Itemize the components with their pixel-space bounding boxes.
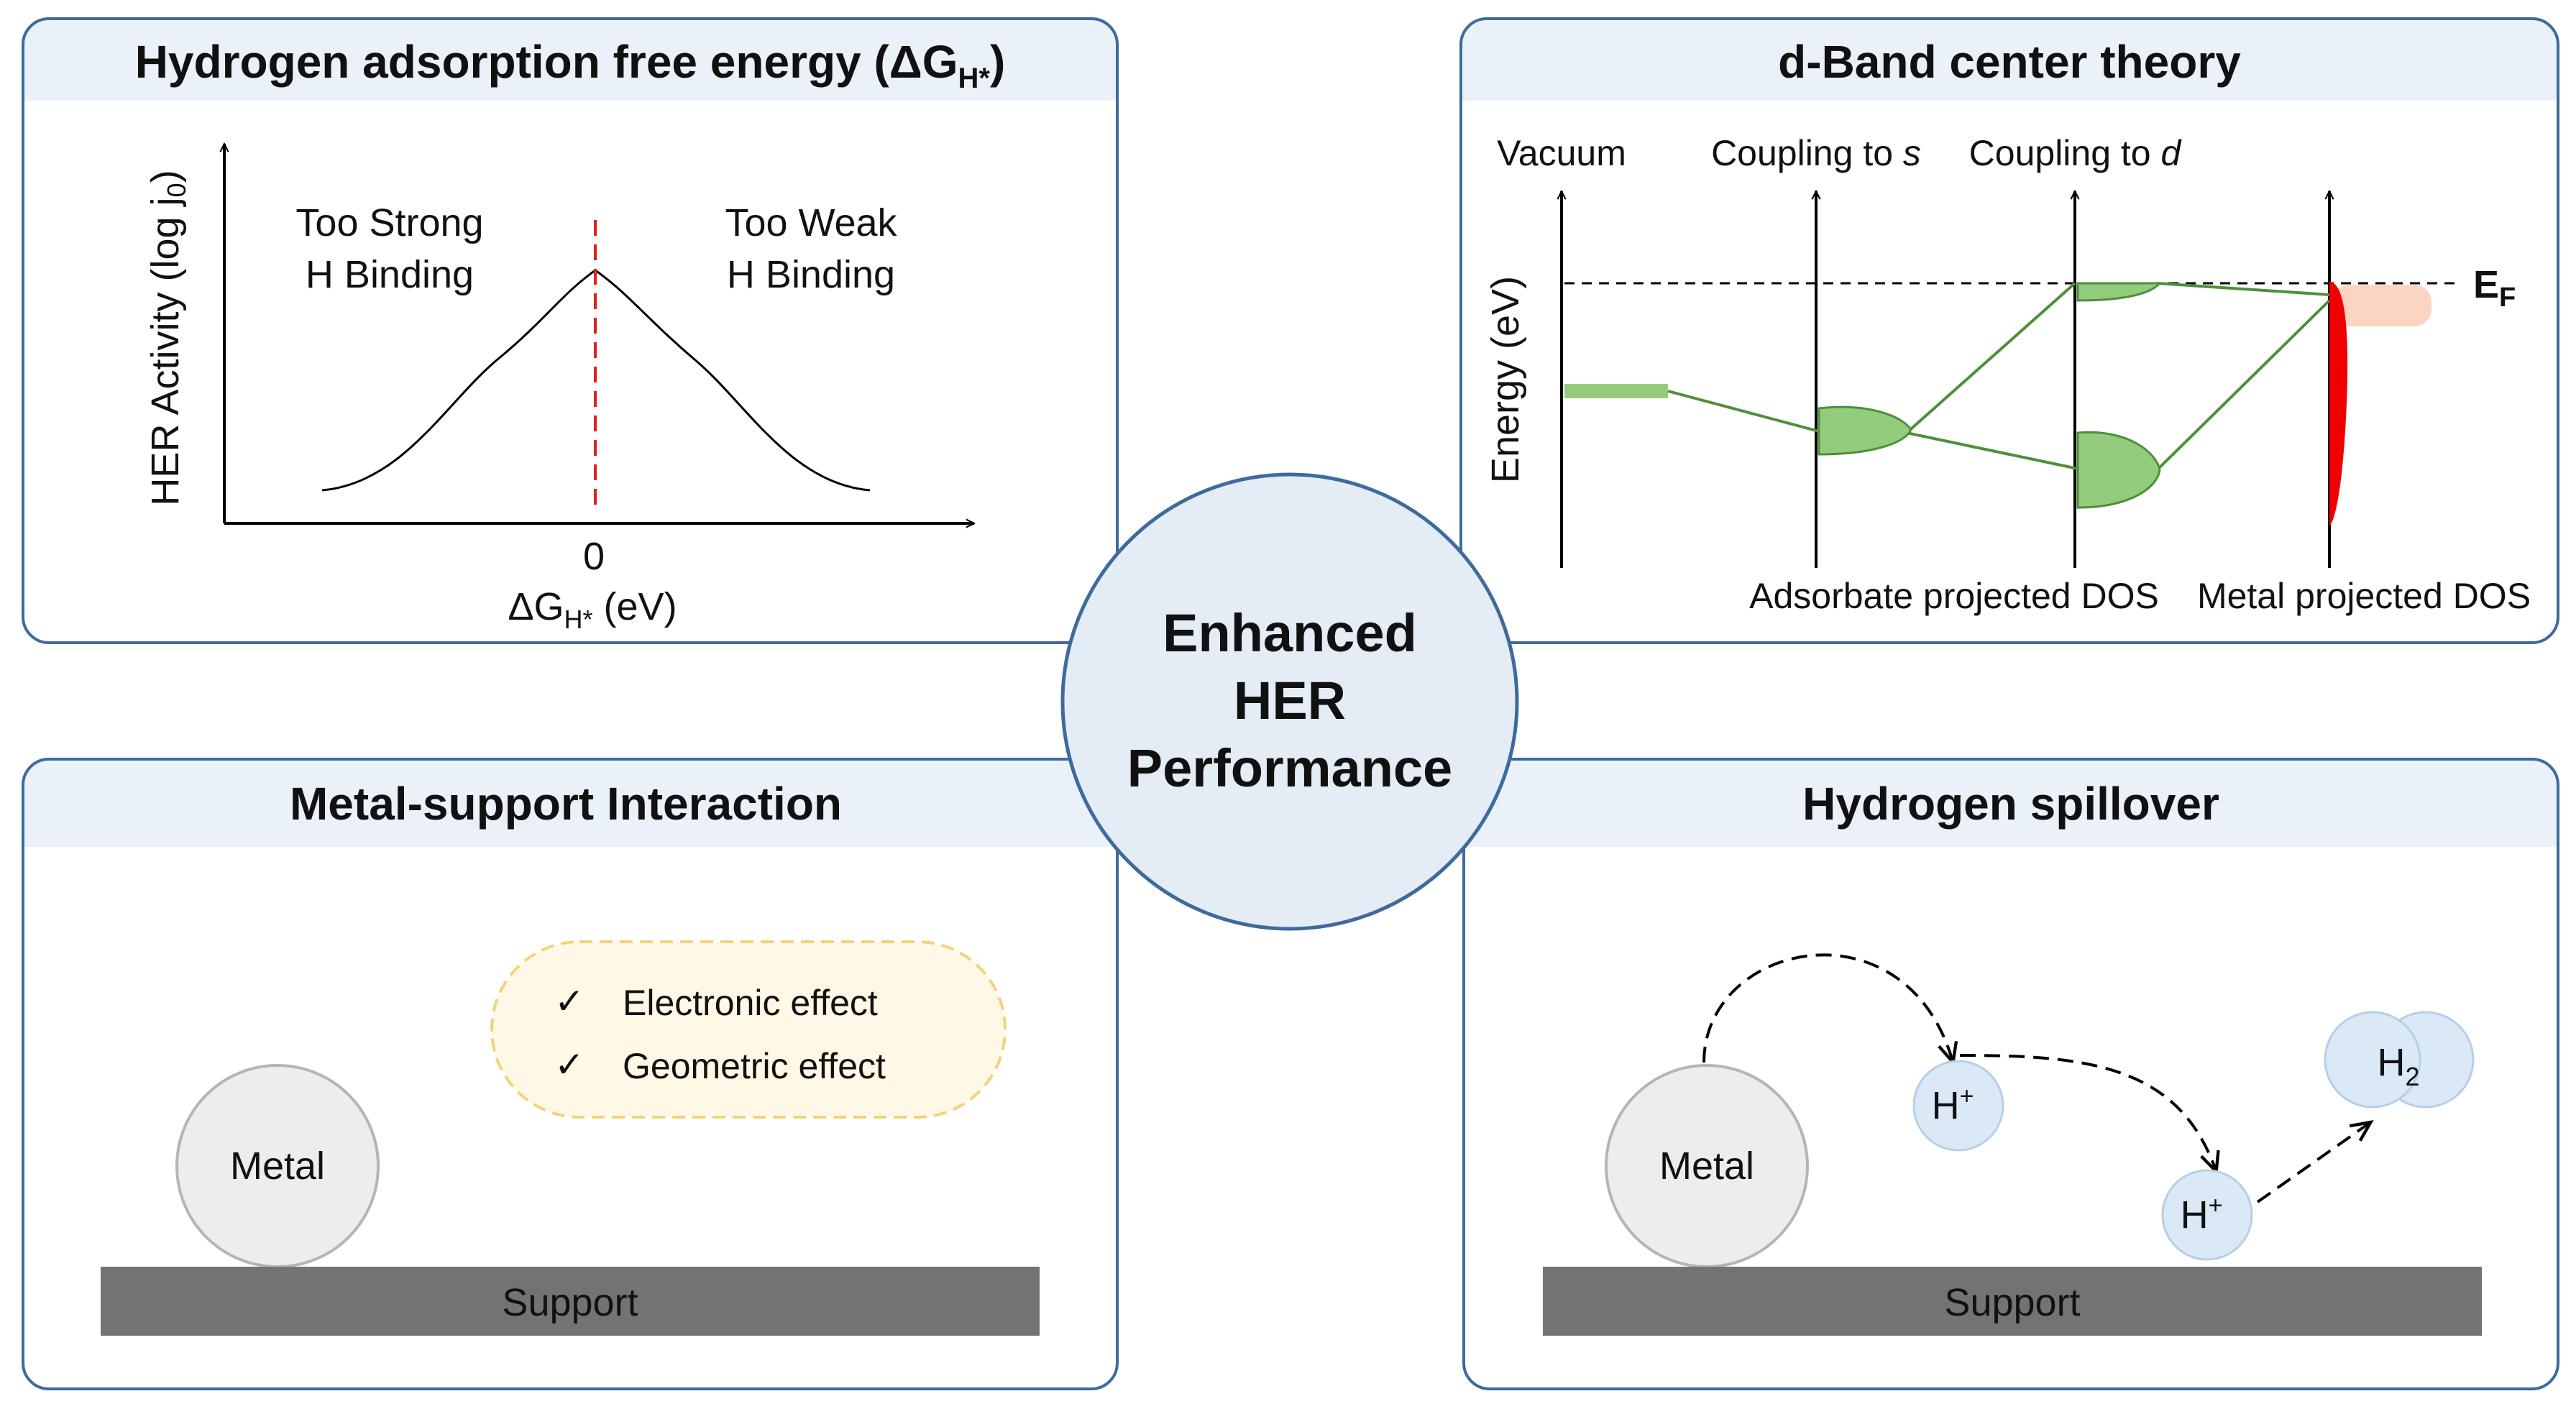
column-label-coupling-d: Coupling to d <box>1969 133 2183 173</box>
geometric-effect-label: Geometric effect <box>623 1046 886 1086</box>
y-axis-label: HER Activity (log j0) <box>144 170 191 505</box>
panel-title: Metal-support Interaction <box>290 778 842 830</box>
support-bar <box>1543 1267 2482 1336</box>
antibonding-state <box>2076 282 2163 302</box>
proton-bubble-2 <box>2161 1169 2253 1261</box>
too-weak-label-2: H Binding <box>727 253 895 296</box>
h2-atom-left <box>2324 1011 2421 1109</box>
electronic-effect-label: Electronic effect <box>623 983 878 1023</box>
support-bar <box>101 1267 1040 1336</box>
panel-frame <box>1459 17 2559 644</box>
too-strong-label-2: H Binding <box>306 253 474 296</box>
panel-header-fill <box>23 759 1117 847</box>
proton-bubble-1 <box>1912 1060 2004 1152</box>
panel-title: d-Band center theory <box>1778 36 2241 88</box>
panel-title: Hydrogen adsorption free energy (ΔGH*) <box>135 36 1006 94</box>
support-label: Support <box>502 1281 638 1324</box>
too-weak-label: Too Weak <box>725 201 897 244</box>
panel-hydrogen-adsorption: Hydrogen adsorption free energy (ΔGH*) H… <box>22 17 1119 644</box>
spillover-arrow-1 <box>1702 953 1958 1066</box>
check-icon: ✓ <box>554 1045 585 1085</box>
proton-label: H+ <box>2181 1192 2223 1236</box>
proton-label: H+ <box>1932 1083 1974 1127</box>
panel-title: Hydrogen spillover <box>1802 778 2219 830</box>
h2-label: H2 <box>2377 1041 2419 1091</box>
panel-d-band: d-Band center theory Vacuum Coupling to … <box>1459 17 2559 644</box>
too-strong-label: Too Strong <box>295 201 483 244</box>
spillover-arrow-3 <box>2256 1120 2374 1203</box>
center-label-line2: HER <box>1234 671 1346 730</box>
panel-header-fill <box>23 19 1117 101</box>
center-label-line1: Enhanced <box>1163 603 1417 663</box>
metal-d-band <box>2329 282 2348 526</box>
x-tick-zero: 0 <box>583 535 605 578</box>
coupling-lines <box>1667 282 2331 470</box>
metal-label: Metal <box>1659 1144 1754 1188</box>
panel-header-fill <box>1461 19 2558 101</box>
panel-metal-support: Metal-support Interaction ✓ Electronic e… <box>22 758 1119 1390</box>
center-hub: Enhanced HER Performance <box>1060 472 1519 931</box>
column-label-vacuum: Vacuum <box>1497 133 1626 173</box>
metal-dos-label: Metal projected DOS <box>2197 576 2531 616</box>
occupied-band-fill <box>2332 285 2431 326</box>
center-circle <box>1060 472 1519 931</box>
center-label-line3: Performance <box>1127 738 1452 798</box>
column-label-coupling-s: Coupling to s <box>1711 133 1921 173</box>
check-icon: ✓ <box>554 981 585 1022</box>
panel-frame <box>1462 758 2559 1390</box>
x-axis-label: ΔGH* (eV) <box>508 585 677 634</box>
metal-label: Metal <box>230 1144 325 1188</box>
bonding-state <box>2076 431 2161 509</box>
fermi-level-label: EF <box>2473 263 2516 313</box>
energy-axis-label: Energy (eV) <box>1484 276 1527 483</box>
effects-box <box>490 940 1007 1119</box>
panel-frame <box>22 17 1119 644</box>
adsorbate-s-state <box>1818 405 1912 456</box>
spillover-arrow-2 <box>1959 1054 2220 1175</box>
support-label: Support <box>1944 1281 2080 1324</box>
panel-frame <box>22 758 1119 1390</box>
panel-header-fill <box>1464 759 2558 847</box>
adsorbate-vacuum-level <box>1564 384 1668 398</box>
adsorbate-dos-label: Adsorbate projected DOS <box>1749 576 2159 616</box>
panel-hydrogen-spillover: Hydrogen spillover Metal H+ H+ H2 Suppor… <box>1462 758 2559 1390</box>
